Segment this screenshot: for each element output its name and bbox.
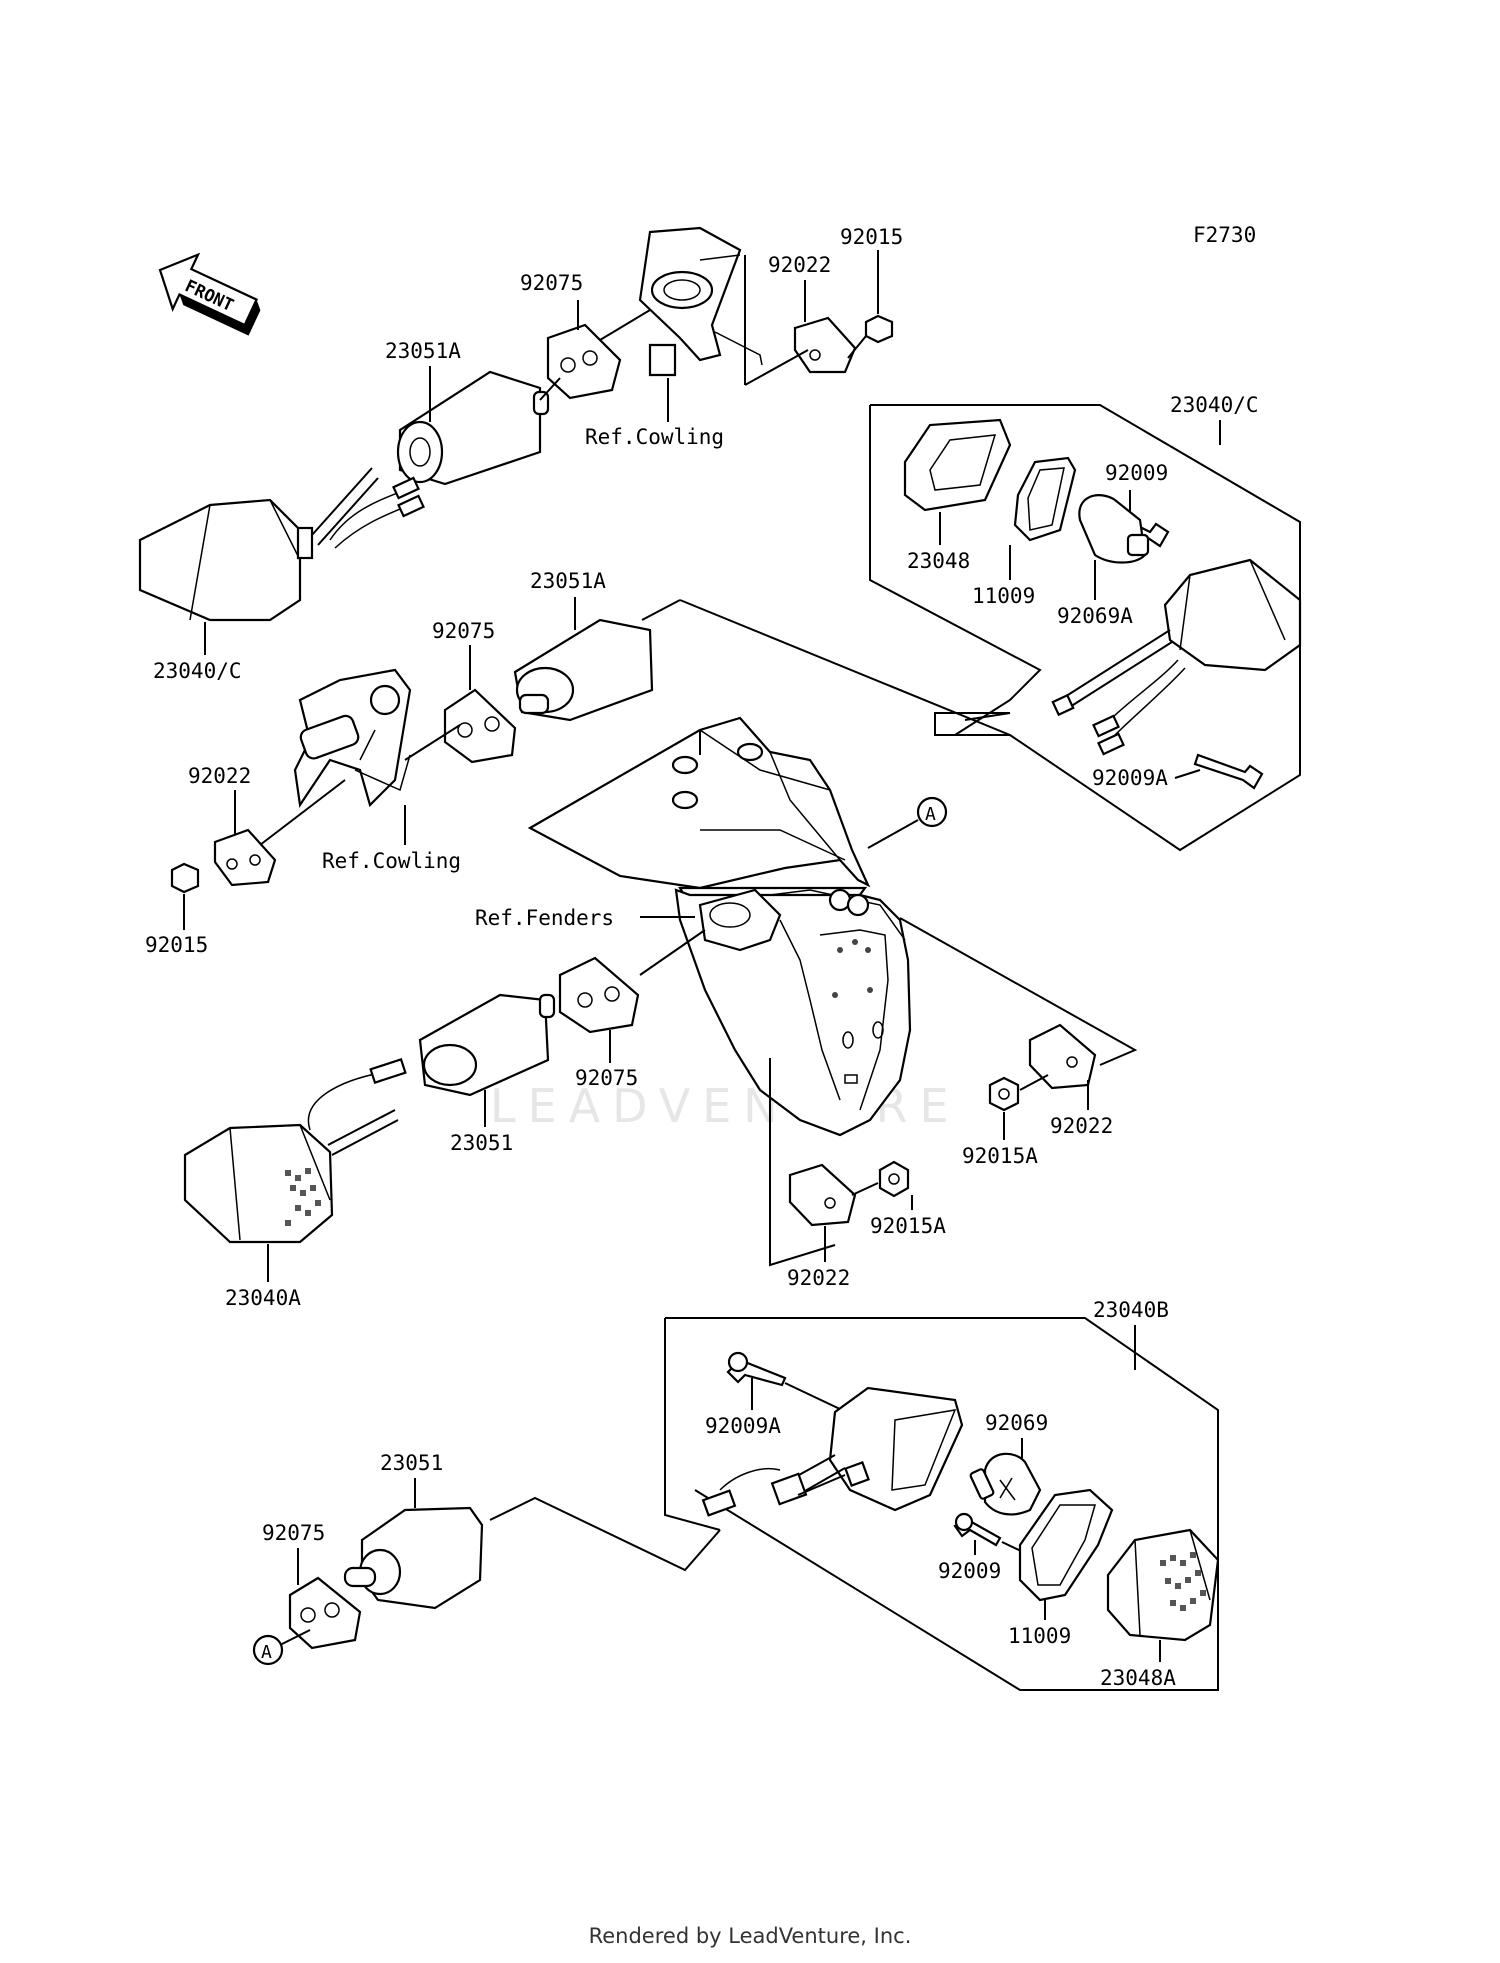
label-92022-left: 92022 (188, 764, 251, 788)
label-23040C-box: 23040/C (1170, 393, 1259, 417)
nut-92015A-right (988, 1076, 1020, 1112)
nut-92015A-low (878, 1160, 910, 1198)
housing-23051A-top (396, 370, 550, 486)
label-92022-top: 92022 (768, 253, 831, 277)
ref-marker-a-bottom: A (261, 1642, 272, 1663)
label-92075-bottom: 92075 (262, 1521, 325, 1545)
label-23048: 23048 (907, 549, 970, 573)
turn-signal-body-box1 (1051, 558, 1302, 756)
label-92009A-box2: 92009A (705, 1414, 781, 1438)
grommet-92075-bottom (288, 1576, 362, 1650)
plate-92022-low (788, 1163, 857, 1227)
screw-92009-box2 (953, 1512, 1002, 1547)
label-92015A-low: 92015A (870, 1214, 946, 1238)
grommet-92075-low (558, 956, 640, 1034)
label-92009-box2: 92009 (938, 1559, 1001, 1583)
gasket-11009-box1 (1013, 456, 1077, 542)
front-arrow-icon: FRONT (158, 252, 261, 336)
label-92075-low: 92075 (575, 1066, 638, 1090)
turn-signal-23040C-left (138, 467, 425, 622)
grommet-92075-mid (443, 688, 517, 764)
ref-marker-a-top-icon (916, 796, 948, 828)
housing-23051-low (418, 993, 556, 1097)
box-23040B (664, 1317, 1219, 1691)
housing-23051A-mid (513, 618, 654, 722)
ref-cowling-top-label: Ref.Cowling (585, 425, 724, 449)
label-23040C-left: 23040/C (153, 659, 242, 683)
turn-signal-23040A (183, 1058, 407, 1244)
lens-23048A (1106, 1528, 1220, 1642)
ref-marker-a-bottom-icon (252, 1634, 284, 1666)
screw-92009A-box1 (1193, 753, 1264, 790)
label-23040A: 23040A (225, 1286, 301, 1310)
label-11009-box1: 11009 (972, 584, 1035, 608)
ref-cowling-mid-label: Ref.Cowling (322, 849, 461, 873)
bulb-92069 (969, 1452, 1042, 1516)
label-92075-mid: 92075 (432, 619, 495, 643)
label-92022-low: 92022 (787, 1266, 850, 1290)
nut-92015-top (864, 314, 894, 344)
ref-fenders-label: Ref.Fenders (475, 906, 614, 930)
label-92015A-right: 92015A (962, 1144, 1038, 1168)
plate-92022-left (213, 828, 277, 887)
label-23051-low: 23051 (450, 1131, 513, 1155)
housing-23051-bottom (343, 1506, 484, 1610)
label-23051-bottom: 23051 (380, 1451, 443, 1475)
label-92069A: 92069A (1057, 604, 1133, 628)
label-23048A: 23048A (1100, 1666, 1176, 1690)
bulb-92069A (1078, 494, 1150, 564)
label-11009-box2: 11009 (1008, 1624, 1071, 1648)
label-92075-top: 92075 (520, 271, 583, 295)
label-92022-right: 92022 (1050, 1114, 1113, 1138)
box-23040C (869, 404, 1301, 852)
screw-92009A-box2 (726, 1351, 787, 1387)
figure-code: F2730 (1193, 223, 1256, 247)
label-92069: 92069 (985, 1411, 1048, 1435)
cowling-bracket-top (638, 226, 763, 377)
label-92009A-box1: 92009A (1092, 766, 1168, 790)
label-23040B: 23040B (1093, 1298, 1169, 1322)
plate-92022-top (793, 316, 857, 374)
label-92009-box1: 92009 (1105, 461, 1168, 485)
nut-92015-left (170, 862, 200, 894)
gasket-11009-box2 (1018, 1488, 1114, 1602)
grommet-92075-top (546, 323, 622, 400)
cowling-bracket-mid (293, 668, 412, 809)
footer-credit: Rendered by LeadVenture, Inc. (588, 1924, 912, 1948)
lens-23048 (903, 418, 1012, 512)
turn-signal-body-box2 (701, 1386, 964, 1517)
label-23051A-mid: 23051A (530, 569, 606, 593)
ref-marker-a-top: A (925, 804, 936, 825)
rear-fender (527, 716, 912, 1137)
label-92015-top: 92015 (840, 225, 903, 249)
label-23051A-top: 23051A (385, 339, 461, 363)
label-92015-left: 92015 (145, 933, 208, 957)
